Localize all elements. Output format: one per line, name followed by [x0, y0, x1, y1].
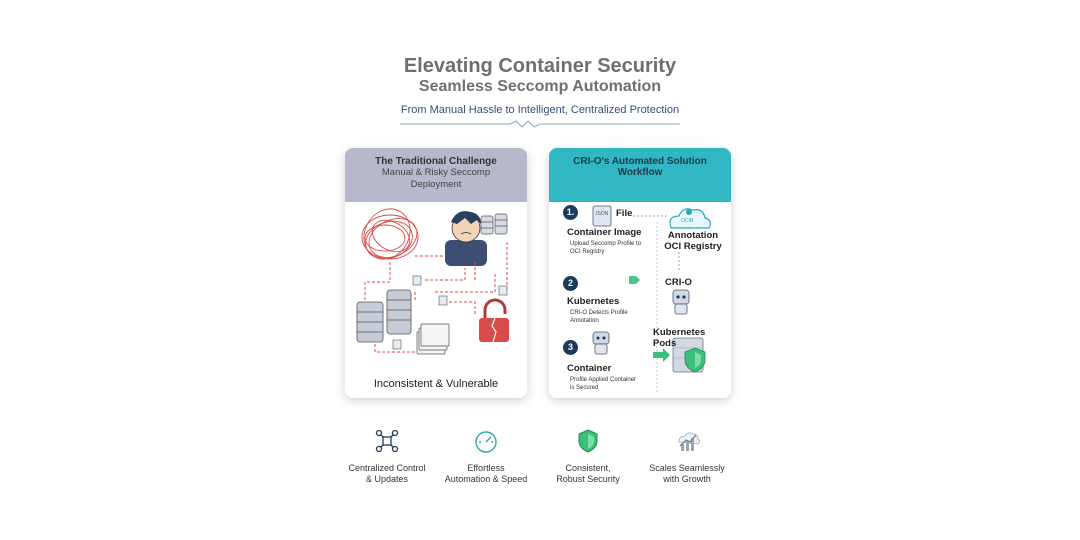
- challenge-caption: Inconsistent & Vulnerable: [373, 378, 499, 390]
- server-stack-icon: [480, 213, 508, 235]
- tag-icon: [629, 276, 640, 284]
- tangled-scribble-icon: [361, 208, 419, 260]
- card-header: The Traditional Challenge Manual & Risky…: [345, 148, 527, 202]
- feature-label-line1: Scales Seamlessly: [649, 463, 725, 473]
- small-file-icon: [392, 275, 508, 350]
- annotation-label-line1: Annotation: [667, 230, 719, 241]
- chaos-illustration: [356, 208, 509, 355]
- pods-label: Kubernetes Pods: [653, 327, 706, 349]
- step-3-desc-line1: Profile Applied Container: [570, 377, 637, 383]
- card-header: CRI-O's Automated Solution Workflow: [549, 148, 731, 202]
- ocir-label: OCIR: [681, 218, 694, 224]
- network-nodes-icon: [375, 429, 399, 453]
- file-label: File: [616, 208, 633, 219]
- step-2-desc-line1: CRI-O Detects Profile: [570, 310, 628, 316]
- feature-label-line1: Consistent,: [565, 463, 611, 473]
- step-1-desc-line1: Upload Seccomp Profile to: [570, 241, 642, 247]
- step-3-desc-line2: is Secured: [570, 385, 599, 391]
- step-1-title: Container Image: [567, 227, 642, 238]
- workflow-illustration: [592, 205, 711, 392]
- step-1-desc-line2: OCI Registry: [570, 249, 605, 255]
- feature-label-line2: & Updates: [365, 474, 409, 484]
- step-3-badge: 3: [563, 340, 578, 355]
- shield-check-icon: [578, 429, 598, 453]
- page-subtitle: Seamless Seccomp Automation: [418, 78, 662, 95]
- step-2-desc-line2: Annotation: [570, 318, 599, 324]
- step-3-title: Container: [567, 363, 612, 374]
- growth-chart-icon: [678, 432, 700, 451]
- feature-label-line1: Centralized Control: [348, 463, 426, 473]
- step-1-badge: 1.: [563, 205, 578, 220]
- tagline: From Manual Hassle to Intelligent, Centr…: [400, 104, 680, 116]
- crio-robot-icon: [672, 289, 690, 315]
- speedometer-icon: [475, 431, 497, 453]
- feature-label-line1: Effortless: [467, 463, 505, 473]
- feature-centralized-control: Centralized Control & Updates: [327, 428, 447, 485]
- annotation-label-line2: OCI Registry: [664, 241, 722, 252]
- chaotic-arrows: [364, 242, 508, 353]
- json-file-icon: [592, 205, 612, 227]
- feature-label-line2: Robust Security: [556, 474, 620, 484]
- card-subheading-line1: Manual & Risky Seccomp: [381, 167, 491, 178]
- feature-label-line2: with Growth: [663, 474, 711, 484]
- broken-padlock-icon: [479, 298, 509, 343]
- card-heading-line1: CRI-O's Automated Solution: [573, 156, 707, 167]
- step-2-title: Kubernetes: [567, 296, 620, 307]
- frustrated-person-icon: [445, 211, 487, 266]
- container-robot-icon: [592, 331, 610, 355]
- kubernetes-pods-icon: [672, 337, 706, 373]
- database-cluster-icon: [356, 289, 412, 343]
- card-heading-line2: Workflow: [617, 167, 663, 178]
- crio-label: CRI-O: [665, 277, 692, 288]
- document-stack-icon: [416, 323, 450, 355]
- automated-solution-card: CRI-O's Automated Solution Workflow: [549, 148, 731, 398]
- card-subheading-line2: Deployment: [410, 179, 462, 190]
- card-heading: The Traditional Challenge: [375, 156, 497, 167]
- feature-robust-security: Consistent, Robust Security: [528, 428, 648, 485]
- feature-effortless-automation: Effortless Automation & Speed: [426, 428, 546, 485]
- feature-label-line2: Automation & Speed: [444, 474, 528, 484]
- traditional-challenge-card: The Traditional Challenge Manual & Risky…: [345, 148, 527, 398]
- apply-arrow: [653, 348, 670, 362]
- page-title: Elevating Container Security: [403, 55, 677, 77]
- feature-scales-seamlessly: Scales Seamlessly with Growth: [627, 428, 747, 485]
- cloud-registry-icon: [669, 208, 711, 229]
- json-label: JSON: [595, 211, 609, 217]
- tagline-underline: [400, 120, 680, 128]
- step-2-badge: 2: [563, 276, 578, 291]
